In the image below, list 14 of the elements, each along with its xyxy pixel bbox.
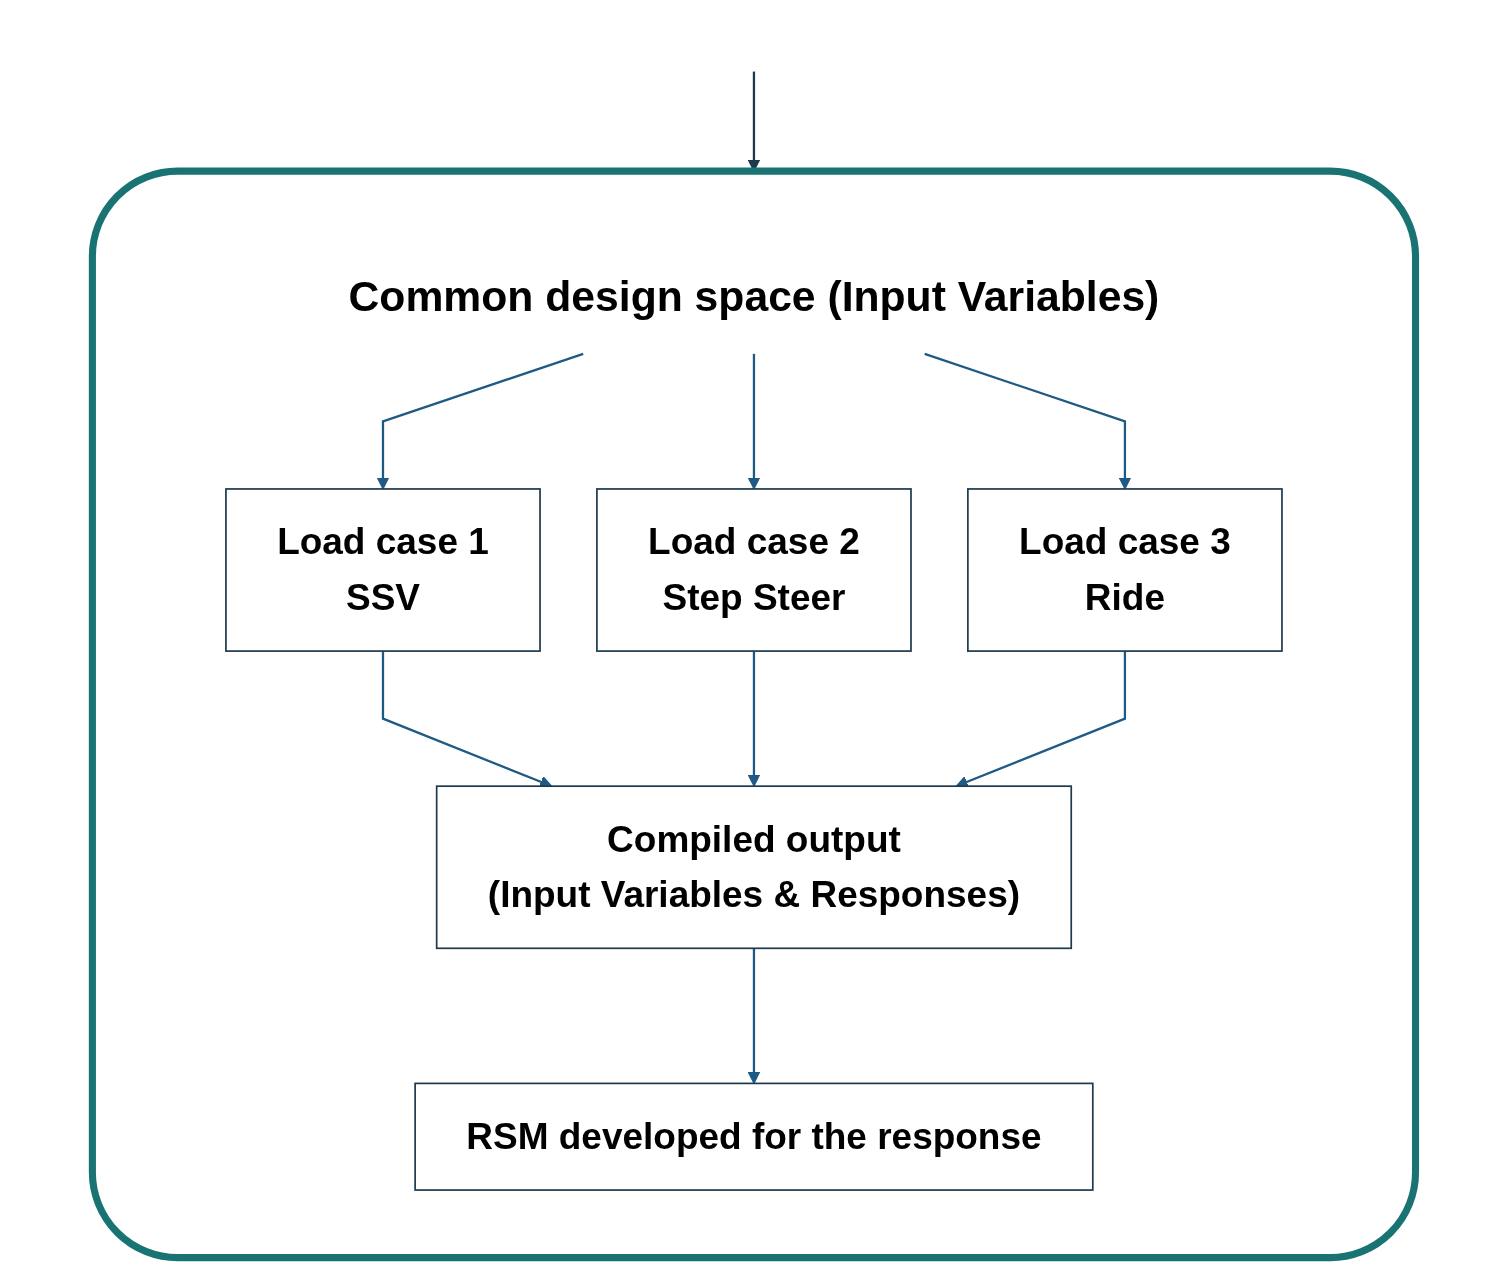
node-box: Load case 3 Ride bbox=[966, 488, 1283, 652]
node-box: Load case 2 Step Steer bbox=[595, 488, 912, 652]
node-box: RSM developed for the response bbox=[413, 1082, 1094, 1191]
arrow bbox=[376, 352, 584, 490]
node-text: Common design space (Input Variables) bbox=[348, 272, 1159, 320]
arrow bbox=[923, 352, 1131, 490]
node-box: Load case 1 SSV bbox=[224, 488, 541, 652]
node-box: Compiled output (Input Variables & Responses) bbox=[435, 785, 1072, 950]
arrow bbox=[747, 353, 760, 490]
cluster bbox=[88, 167, 1419, 1262]
arrow bbox=[955, 651, 1126, 788]
arrow bbox=[747, 651, 760, 787]
arrow bbox=[381, 651, 552, 788]
arrow bbox=[747, 948, 760, 1084]
